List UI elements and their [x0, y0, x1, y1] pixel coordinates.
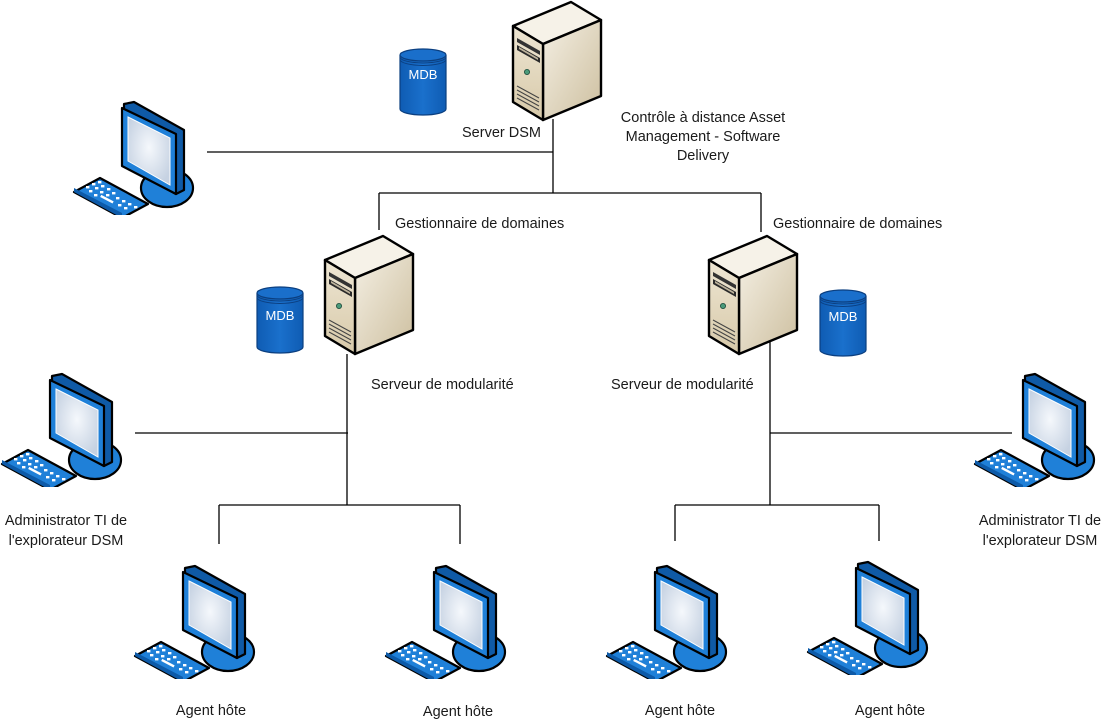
agent-node-2[interactable]: Agent hôte: [384, 564, 507, 720]
modularity-server-right-label: Serveur de modularité: [611, 377, 754, 393]
dsm-function-line-3: Delivery: [677, 148, 730, 164]
admin-left-label-line-1: Administrator TI de: [5, 513, 127, 529]
admin-right-label-line-2: l'explorateur DSM: [983, 533, 1098, 549]
dsm-server-label: Server DSM: [462, 125, 541, 141]
server-icon: [323, 234, 415, 356]
agent-label: Agent hôte: [176, 703, 246, 719]
agent-node-1[interactable]: Agent hôte: [133, 564, 256, 719]
workstation-icon: [605, 564, 728, 679]
admin-right-node[interactable]: Administrator TI de l'explorateur DSM: [973, 372, 1101, 549]
agent-label: Agent hôte: [423, 704, 493, 720]
workstation-icon: [72, 100, 195, 215]
workstation-icon: [384, 564, 507, 679]
mdb-label: MDB: [409, 67, 438, 82]
admin-right-label-line-1: Administrator TI de: [979, 513, 1101, 529]
modularity-server-left-label: Serveur de modularité: [371, 377, 514, 393]
agent-node-3[interactable]: Agent hôte: [605, 564, 728, 719]
workstation-icon: [0, 372, 123, 487]
workstation-icon: [973, 372, 1096, 487]
admin-left-label-line-2: l'explorateur DSM: [9, 533, 124, 549]
connectors: [135, 119, 1012, 544]
agent-label: Agent hôte: [855, 703, 925, 719]
mdb-right-node[interactable]: MDB: [819, 289, 867, 357]
domain-manager-right-label: Gestionnaire de domaines: [773, 216, 942, 232]
database-icon: [399, 48, 447, 116]
domain-manager-left-node[interactable]: Gestionnaire de domaines Serveur de modu…: [323, 216, 564, 393]
agent-label: Agent hôte: [645, 703, 715, 719]
mdb-left-node[interactable]: MDB: [256, 286, 304, 354]
admin-left-node[interactable]: Administrator TI de l'explorateur DSM: [0, 372, 127, 549]
dsm-server-node[interactable]: Server DSM Contrôle à distance Asset Man…: [462, 0, 785, 164]
workstation-icon: [133, 564, 256, 679]
dsm-mdb-node[interactable]: MDB: [399, 48, 447, 116]
agent-node-4[interactable]: Agent hôte: [806, 560, 929, 719]
mdb-label: MDB: [829, 309, 858, 324]
dsm-function-line-2: Management - Software: [626, 129, 781, 145]
mdb-label: MDB: [266, 308, 295, 323]
server-icon: [511, 0, 603, 122]
top-workstation-node[interactable]: [72, 100, 195, 218]
server-icon: [707, 234, 799, 356]
domain-manager-left-label: Gestionnaire de domaines: [395, 216, 564, 232]
dsm-function-line-1: Contrôle à distance Asset: [621, 110, 785, 126]
workstation-icon: [806, 560, 929, 675]
domain-manager-right-node[interactable]: Gestionnaire de domaines Serveur de modu…: [611, 216, 942, 393]
